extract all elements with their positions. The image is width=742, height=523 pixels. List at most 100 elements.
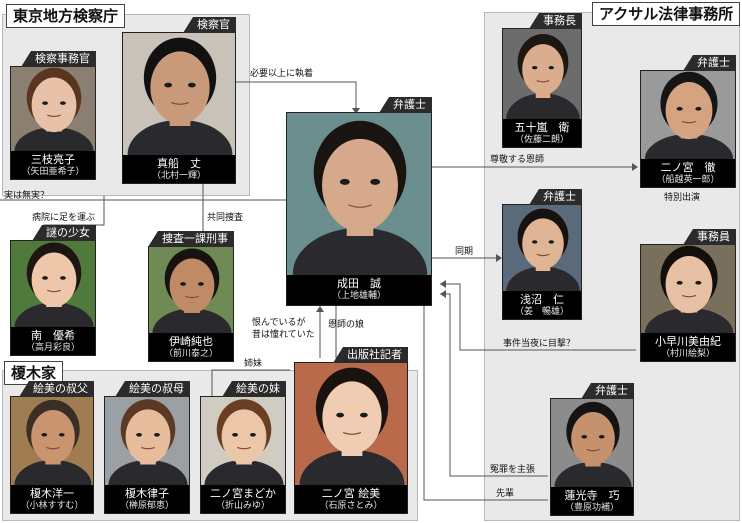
portrait-photo <box>641 71 735 161</box>
label-mentor-daughter: 恩師の娘 <box>328 320 365 330</box>
actor-name: （前川泰之） <box>163 349 218 359</box>
name-caption: 蓮光寺 巧（豊原功補） <box>551 487 633 515</box>
role-badge: 検察事務官 <box>21 51 96 67</box>
actor-name: （村川絵梨） <box>660 349 715 359</box>
portrait-photo <box>201 397 285 487</box>
actor-name: （石原さとみ） <box>319 501 383 511</box>
portrait-photo <box>287 113 431 277</box>
label-douki: 同期 <box>455 247 474 257</box>
portrait-photo <box>105 397 189 487</box>
card-yuki: 謎の少女南 優希（高月彩良） <box>10 225 96 356</box>
character-name: 小早川美由紀 <box>655 335 721 348</box>
actor-name: （上地雄輔） <box>331 291 386 301</box>
name-caption: 二ノ宮 絵美（石原さとみ） <box>295 485 407 513</box>
role-badge: 弁護士 <box>379 97 432 113</box>
label-grudge-1: 恨んでいるが <box>252 318 306 328</box>
name-caption: 浅沼 仁（姜 暢雄） <box>503 291 581 319</box>
name-caption: 成田 誠（上地雄輔） <box>287 275 431 305</box>
portrait-photo <box>123 33 235 157</box>
group-title-prosecutors: 東京地方検察庁 <box>6 4 126 28</box>
name-caption: 五十嵐 衛（佐藤二朗） <box>503 119 581 147</box>
actor-name: （船越英一郎） <box>656 175 720 185</box>
name-caption: 伊崎純也（前川泰之） <box>149 333 233 361</box>
character-name: 二ノ宮まどか <box>210 487 276 500</box>
character-name: 榎木律子 <box>125 487 169 500</box>
character-name: 成田 誠 <box>337 277 381 290</box>
character-name: 蓮光寺 巧 <box>564 489 620 502</box>
arrow-grudge <box>316 306 324 312</box>
character-name: 三枝亮子 <box>31 153 75 166</box>
label-mentor: 尊敬する恩師 <box>490 155 545 165</box>
label-enzai: 冤罪を主張 <box>490 465 536 475</box>
portrait-photo <box>503 205 581 293</box>
card-renkoji: 弁護士蓮光寺 巧（豊原功補） <box>550 383 634 516</box>
line-senpai <box>423 306 548 501</box>
actor-name: （折山みゆ） <box>215 501 270 511</box>
name-caption: 二ノ宮 徹（船越英一郎） <box>641 159 735 187</box>
label-grudge-2: 昔は憧れていた <box>252 330 315 340</box>
card-ryoko: 検察事務官三枝亮子（矢田亜希子） <box>10 51 96 180</box>
name-caption: 榎木洋一（小林すすむ） <box>11 485 93 513</box>
name-caption: 三枝亮子（矢田亜希子） <box>11 151 95 179</box>
label-senpai: 先輩 <box>496 489 515 499</box>
card-asanuma: 弁護士浅沼 仁（姜 暢雄） <box>502 189 582 320</box>
line-sisters <box>211 369 290 396</box>
label-special: 特別出演 <box>664 193 701 203</box>
card-ritsuko: 絵美の叔母榎木律子（榊原郁恵） <box>104 381 190 514</box>
role-badge: 謎の少女 <box>32 225 96 241</box>
character-name: 南 優希 <box>31 329 75 342</box>
card-sayuki: 事務員小早川美由紀（村川絵梨） <box>640 229 736 362</box>
role-badge: 出版社記者 <box>333 347 408 363</box>
role-badge: 事務長 <box>529 13 582 29</box>
portrait-photo <box>551 399 633 489</box>
actor-name: （榊原郁恵） <box>119 501 174 511</box>
actor-name: （高月彩良） <box>25 343 80 353</box>
card-nishio: 弁護士成田 誠（上地雄輔） <box>286 97 432 306</box>
card-masaru: 検察官真船 丈（北村一輝） <box>122 17 236 184</box>
card-madoka: 絵美の妹二ノ宮まどか（折山みゆ） <box>200 381 286 514</box>
role-badge: 絵美の叔母 <box>115 381 190 397</box>
character-name: 五十嵐 衛 <box>514 121 570 134</box>
actor-name: （矢田亜希子） <box>21 167 85 177</box>
role-badge: 絵美の妹 <box>222 381 286 397</box>
label-joint: 共同捜査 <box>207 213 244 223</box>
portrait-photo <box>11 397 93 487</box>
card-isaki: 捜査一課刑事伊崎純也（前川泰之） <box>148 231 234 362</box>
portrait-photo <box>295 363 407 487</box>
arrow-mentor <box>632 163 638 171</box>
character-name: 二ノ宮 絵美 <box>321 487 381 500</box>
card-emi: 出版社記者二ノ宮 絵美（石原さとみ） <box>294 347 408 514</box>
label-hospital: 病院に足を運ぶ <box>32 213 96 223</box>
role-badge: 事務員 <box>683 229 736 245</box>
portrait-photo <box>641 245 735 335</box>
group-title-akusaru: アクサル法律事務所 <box>592 2 741 26</box>
portrait-photo <box>11 67 95 153</box>
line-enzai <box>440 293 548 477</box>
label-sisters: 姉妹 <box>244 359 263 369</box>
name-caption: 榎木律子（榊原郁恵） <box>105 485 189 513</box>
name-caption: 南 優希（高月彩良） <box>11 327 95 355</box>
arrow-enzai <box>440 290 446 298</box>
character-name: 浅沼 仁 <box>520 293 564 306</box>
label-obsession: 必要以上に執着 <box>250 69 314 79</box>
label-innocent: 実は無実？ <box>4 191 50 201</box>
card-ninomiya: 弁護士二ノ宮 徹（船越英一郎） <box>640 55 736 188</box>
role-badge: 捜査一課刑事 <box>148 231 234 247</box>
name-caption: 真船 丈（北村一輝） <box>123 155 235 183</box>
label-witness: 事件当夜に目撃？ <box>503 339 576 349</box>
card-yoichi: 絵美の叔父榎木洋一（小林すすむ） <box>10 381 94 514</box>
arrow-obsession <box>352 108 360 114</box>
role-badge: 絵美の叔父 <box>19 381 94 397</box>
actor-name: （姜 暢雄） <box>514 307 569 317</box>
character-name: 二ノ宮 徹 <box>660 161 716 174</box>
portrait-photo <box>11 241 95 329</box>
actor-name: （北村一輝） <box>151 171 206 181</box>
portrait-photo <box>503 29 581 121</box>
card-igarashi: 事務長五十嵐 衛（佐藤二朗） <box>502 13 582 148</box>
portrait-photo <box>149 247 233 335</box>
actor-name: （豊原功補） <box>564 503 619 513</box>
line-witness <box>440 283 636 351</box>
role-badge: 弁護士 <box>581 383 634 399</box>
role-badge: 弁護士 <box>683 55 736 71</box>
arrow-douki <box>496 254 502 262</box>
